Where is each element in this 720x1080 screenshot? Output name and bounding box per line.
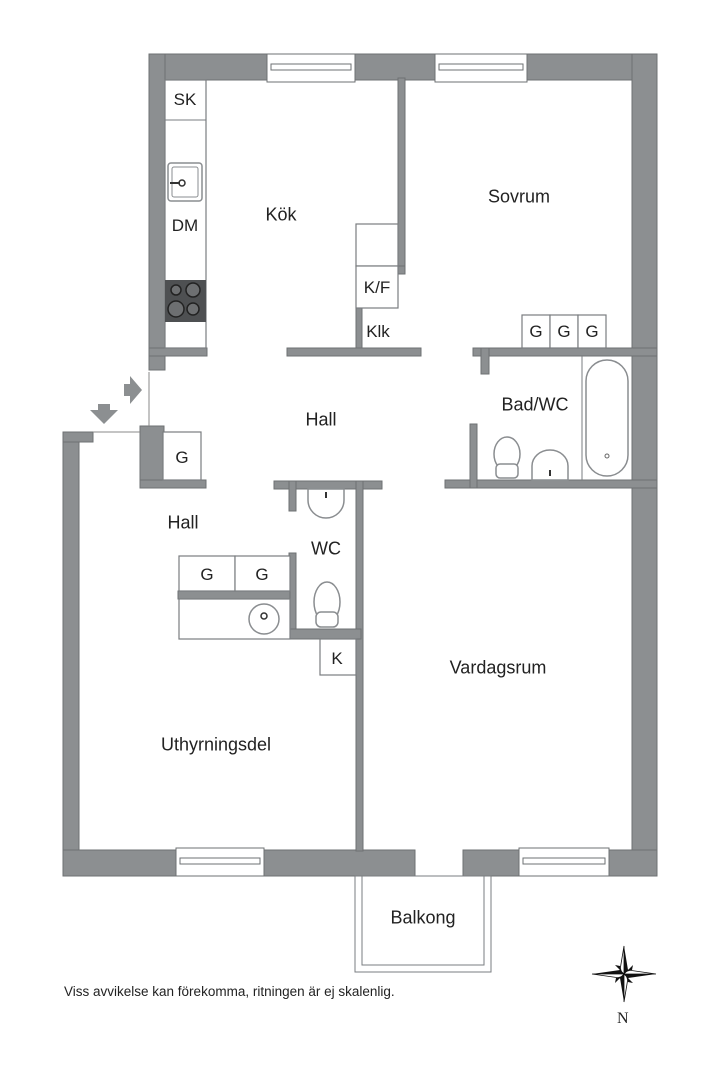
wardrobes <box>162 314 607 676</box>
bathtub-icon <box>585 359 629 477</box>
room-label-living-room: Vardagsrum <box>449 657 547 678</box>
compass-icon <box>591 945 657 1003</box>
sink-icon <box>531 449 569 481</box>
disclaimer-text: Viss avvikelse kan förekomma, ritningen … <box>64 984 395 999</box>
fixture-label-sk: SK <box>173 90 197 109</box>
kitchen-counter <box>164 79 399 349</box>
room-label-bedroom: Sovrum <box>487 186 551 207</box>
room-label-bathroom: Bad/WC <box>501 394 569 415</box>
wardrobe-label: G <box>175 448 189 467</box>
room-label-hall-upper: Hall <box>305 409 337 430</box>
wardrobe-label: G <box>557 322 571 341</box>
fixture-label-k: K <box>331 649 343 668</box>
bathroom-fixtures <box>248 356 629 635</box>
wc-sink-icon <box>307 488 345 519</box>
fixture-label-klk: Klk <box>366 322 390 341</box>
room-label-balcony: Balkong <box>390 907 456 928</box>
windows <box>175 53 610 877</box>
north-label: N <box>617 1010 629 1027</box>
wardrobe-label: G <box>200 565 214 584</box>
room-label-kitchen: Kök <box>265 204 297 225</box>
entrance-arrows-icon <box>90 376 142 424</box>
fixture-label-kf: K/F <box>363 278 391 297</box>
interior-walls <box>148 77 658 852</box>
wardrobe-label: G <box>255 565 269 584</box>
balcony <box>354 875 492 973</box>
fixture-label-dm: DM <box>171 216 199 235</box>
wardrobe-label: G <box>529 322 543 341</box>
room-label-rental-unit: Uthyrningsdel <box>160 734 272 755</box>
wardrobe-label: G <box>585 322 599 341</box>
room-label-hall-lower: Hall <box>167 512 199 533</box>
room-label-wc: WC <box>311 538 341 559</box>
